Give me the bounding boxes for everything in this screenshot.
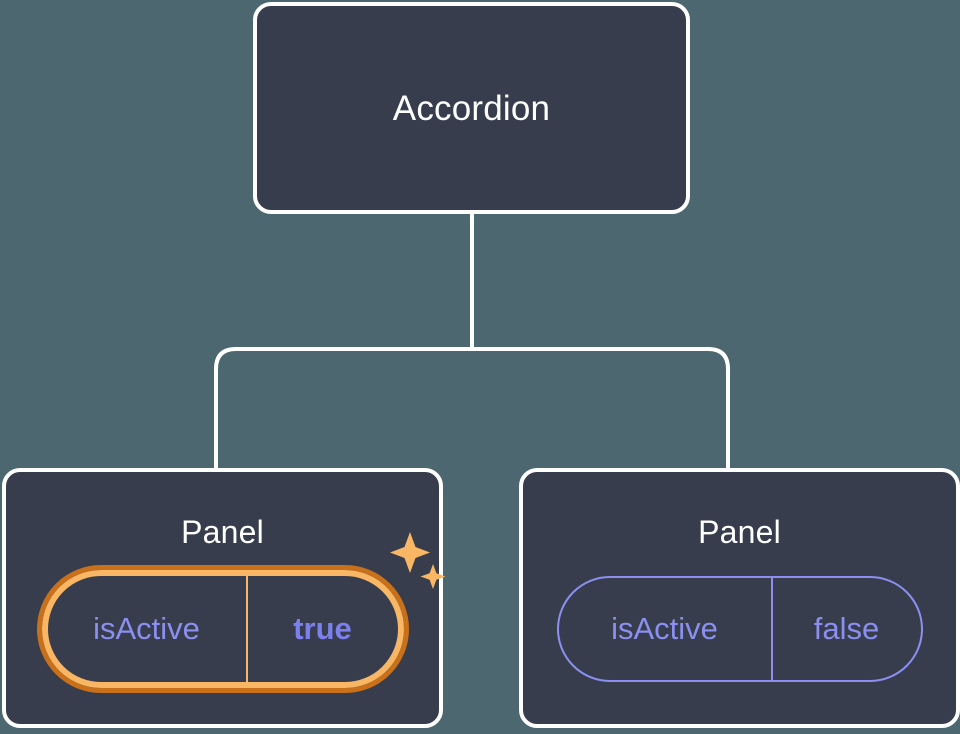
prop-pill-active[interactable]: isActive true bbox=[36, 565, 409, 693]
sparkles-icon bbox=[389, 532, 445, 589]
prop-pill-active-wrap: isActive true bbox=[36, 532, 445, 693]
prop-value-active: true bbox=[245, 576, 398, 682]
node-panel-active-label: Panel bbox=[181, 514, 264, 550]
node-accordion[interactable]: Accordion bbox=[253, 2, 690, 214]
prop-pill-inactive-wrap: isActive false bbox=[556, 548, 923, 682]
prop-key-active: isActive bbox=[93, 611, 200, 646]
node-panel-inactive-label: Panel bbox=[698, 514, 781, 550]
node-panel-inactive[interactable]: Panel isActive false bbox=[519, 468, 960, 728]
prop-value-inactive: false bbox=[770, 578, 921, 680]
connector-branch bbox=[214, 347, 730, 468]
prop-pill-inactive[interactable]: isActive false bbox=[556, 576, 923, 682]
node-accordion-label: Accordion bbox=[392, 88, 551, 128]
node-panel-active[interactable]: Panel isActive true bbox=[2, 468, 445, 728]
prop-key-inactive: isActive bbox=[611, 611, 718, 646]
